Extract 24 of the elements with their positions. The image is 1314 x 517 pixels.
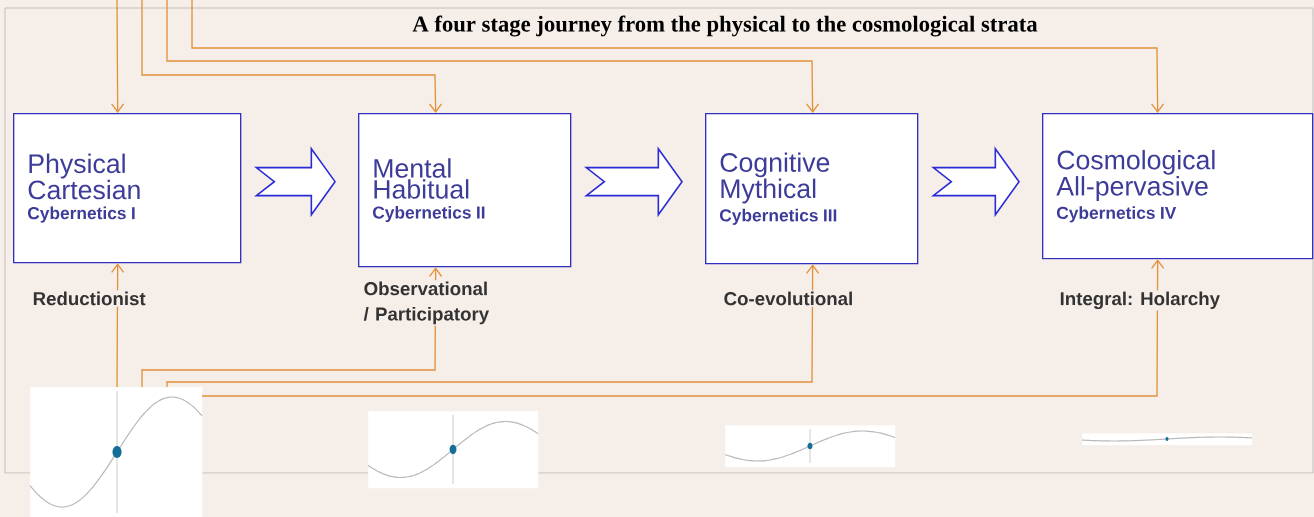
arrow	[141, 0, 443, 113]
arrow	[141, 267, 443, 388]
sine-wave-drawing	[1081, 433, 1253, 446]
arrow	[110, 0, 125, 113]
stage-label: Reductionist	[31, 290, 147, 307]
arrow	[166, 264, 820, 388]
stage-label: Co-evolutional	[722, 290, 855, 307]
sine-wave-drawing	[724, 425, 896, 468]
block-arrow	[254, 146, 336, 218]
sine-wave-drawing	[367, 411, 539, 489]
arrow	[201, 259, 1165, 397]
stage-label: Integral: Holarchy	[1058, 290, 1222, 311]
stage-label: Observational / Participatory	[362, 280, 493, 326]
sine-wave-drawing	[29, 387, 203, 517]
stage-box: Physical Cartesian Cybernetics I	[13, 113, 242, 264]
title: A four stage journey from the physical to the cosmological strata	[412, 15, 1038, 37]
arrow	[191, 0, 1165, 113]
arrow	[166, 0, 820, 113]
block-arrow	[584, 146, 683, 218]
stage-box: Cognitive Mythical Cybernetics III	[705, 113, 919, 265]
stage-box: Mental Habitual Cybernetics II	[358, 113, 572, 268]
arrow	[110, 263, 125, 388]
block-arrow	[931, 146, 1020, 218]
stage-box: Cosmological All-pervasive Cybernetics IV	[1042, 113, 1314, 260]
